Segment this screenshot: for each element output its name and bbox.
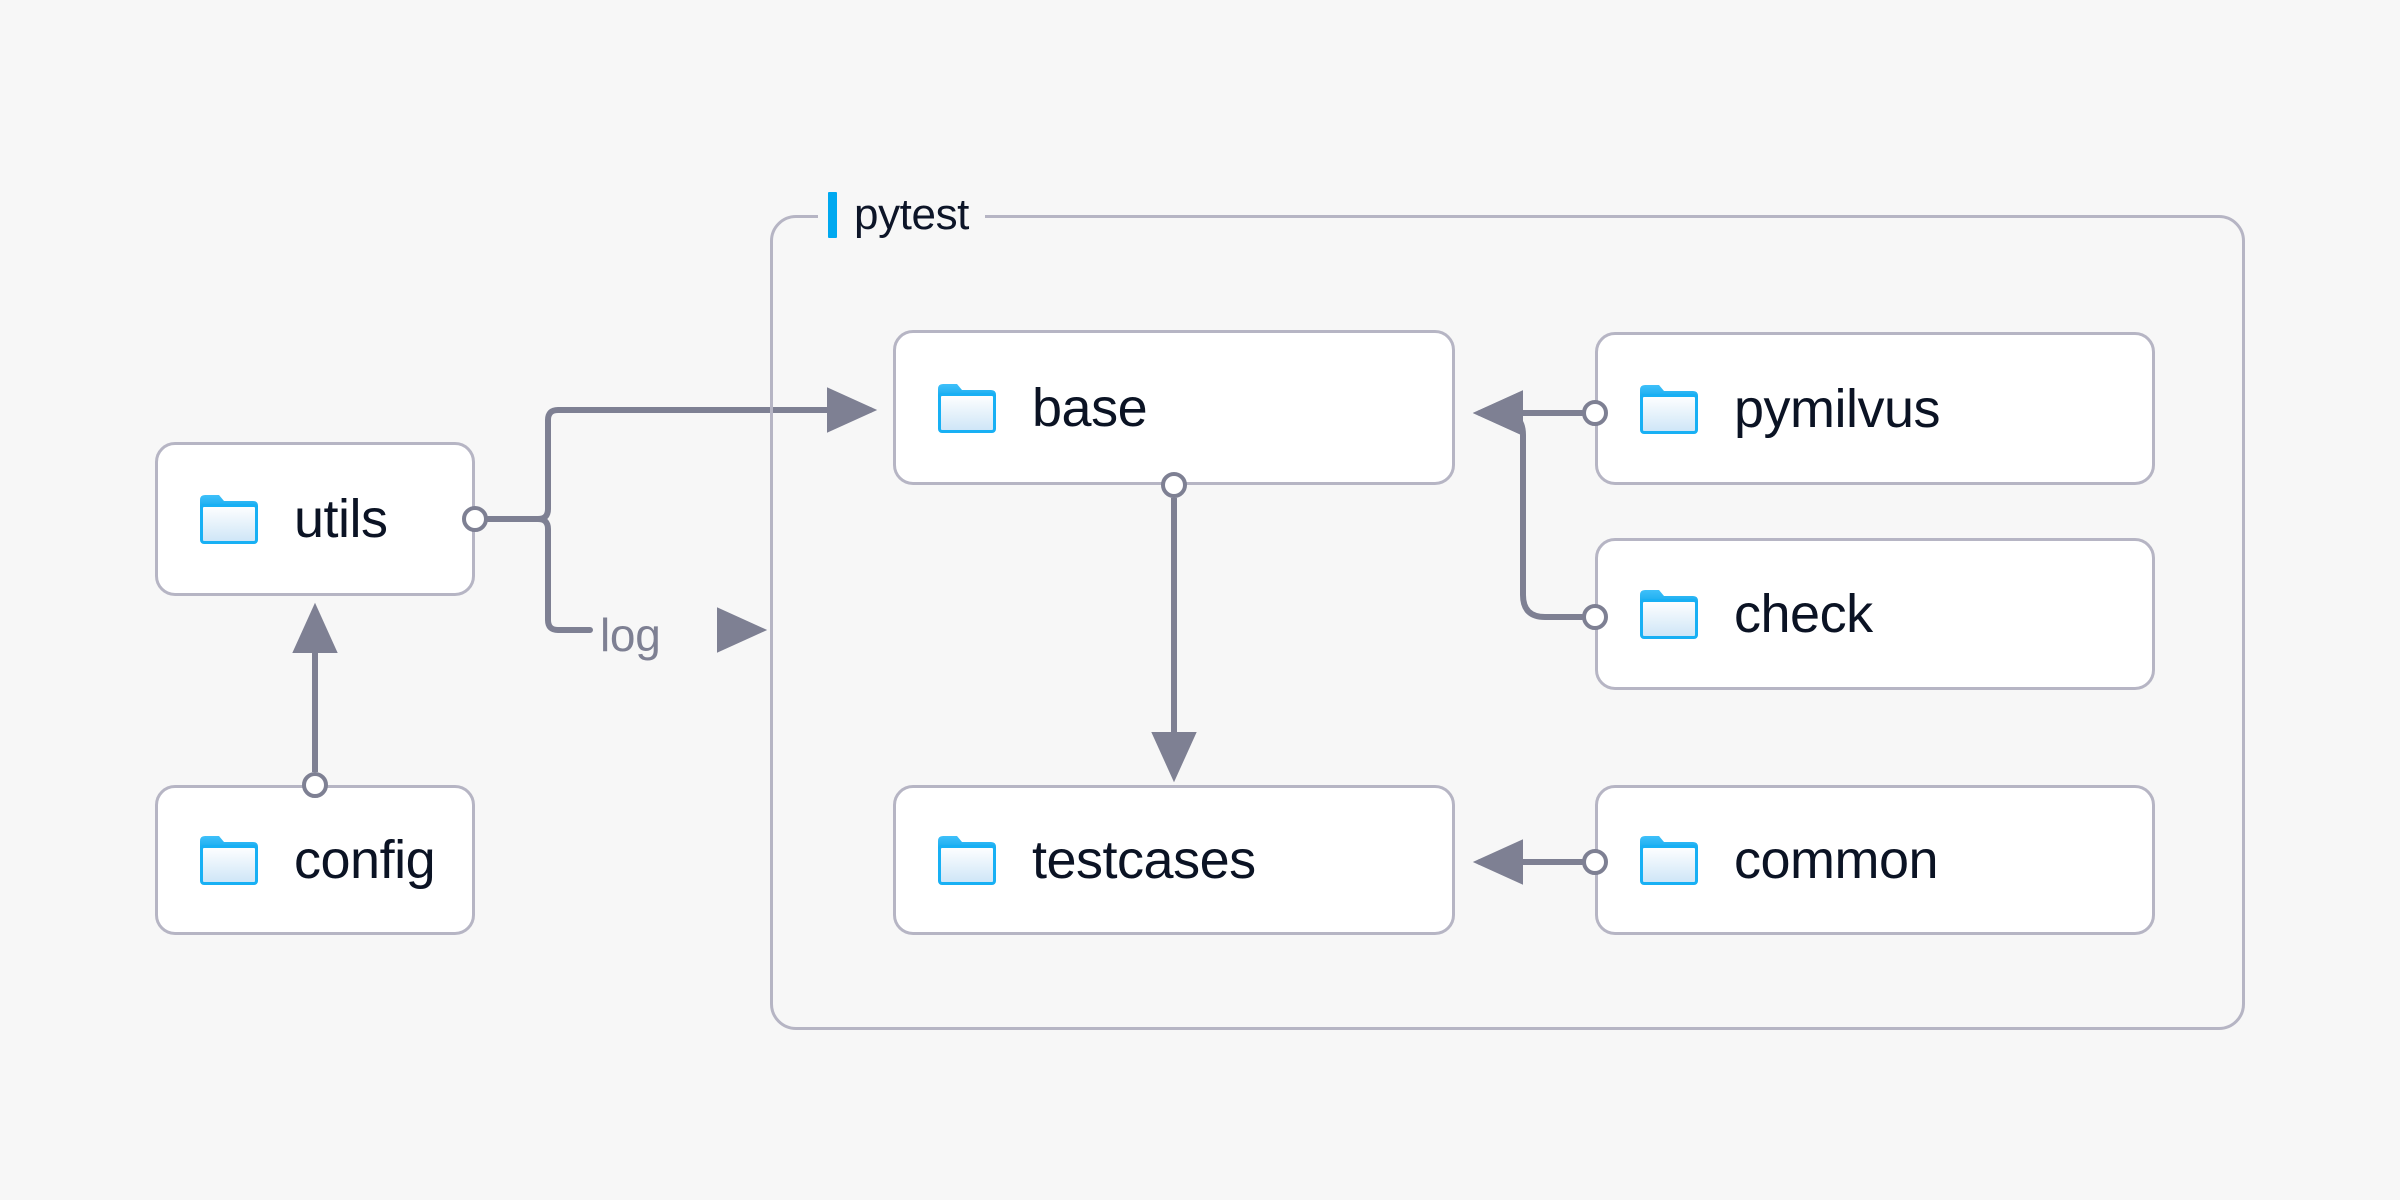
port-common-left[interactable] <box>1582 849 1608 875</box>
edge-utils-to-log <box>527 516 593 633</box>
edge-label-log: log <box>600 609 661 661</box>
node-utils-label: utils <box>294 489 388 549</box>
group-pytest[interactable] <box>770 215 2245 1030</box>
node-pymilvus-label: pymilvus <box>1734 378 1941 439</box>
folder-icon <box>1640 384 1698 434</box>
accent-bar-icon <box>828 192 837 238</box>
folder-icon <box>938 383 996 433</box>
node-check-label: check <box>1734 584 1873 644</box>
folder-icon <box>200 836 258 885</box>
port-check-left[interactable] <box>1582 604 1608 630</box>
port-utils-right[interactable] <box>462 506 488 532</box>
port-config-top[interactable] <box>302 772 328 798</box>
node-pymilvus[interactable]: pymilvus <box>1595 332 2155 485</box>
port-pymilvus-left[interactable] <box>1582 400 1608 426</box>
group-pytest-label: pytest <box>854 190 969 239</box>
folder-icon <box>1640 836 1698 885</box>
folder-icon <box>938 836 996 885</box>
node-check[interactable]: check <box>1595 538 2155 690</box>
node-base[interactable]: base <box>893 330 1455 485</box>
node-config-label: config <box>294 830 436 890</box>
folder-icon <box>200 495 258 544</box>
node-config[interactable]: config <box>155 785 475 935</box>
port-base-bottom[interactable] <box>1161 472 1187 498</box>
node-common-label: common <box>1734 830 1939 890</box>
node-testcases[interactable]: testcases <box>893 785 1455 935</box>
group-pytest-header: pytest <box>818 188 985 242</box>
node-base-label: base <box>1032 377 1148 438</box>
node-common[interactable]: common <box>1595 785 2155 935</box>
folder-icon <box>1640 590 1698 639</box>
node-utils[interactable]: utils <box>155 442 475 596</box>
node-testcases-label: testcases <box>1032 830 1256 890</box>
